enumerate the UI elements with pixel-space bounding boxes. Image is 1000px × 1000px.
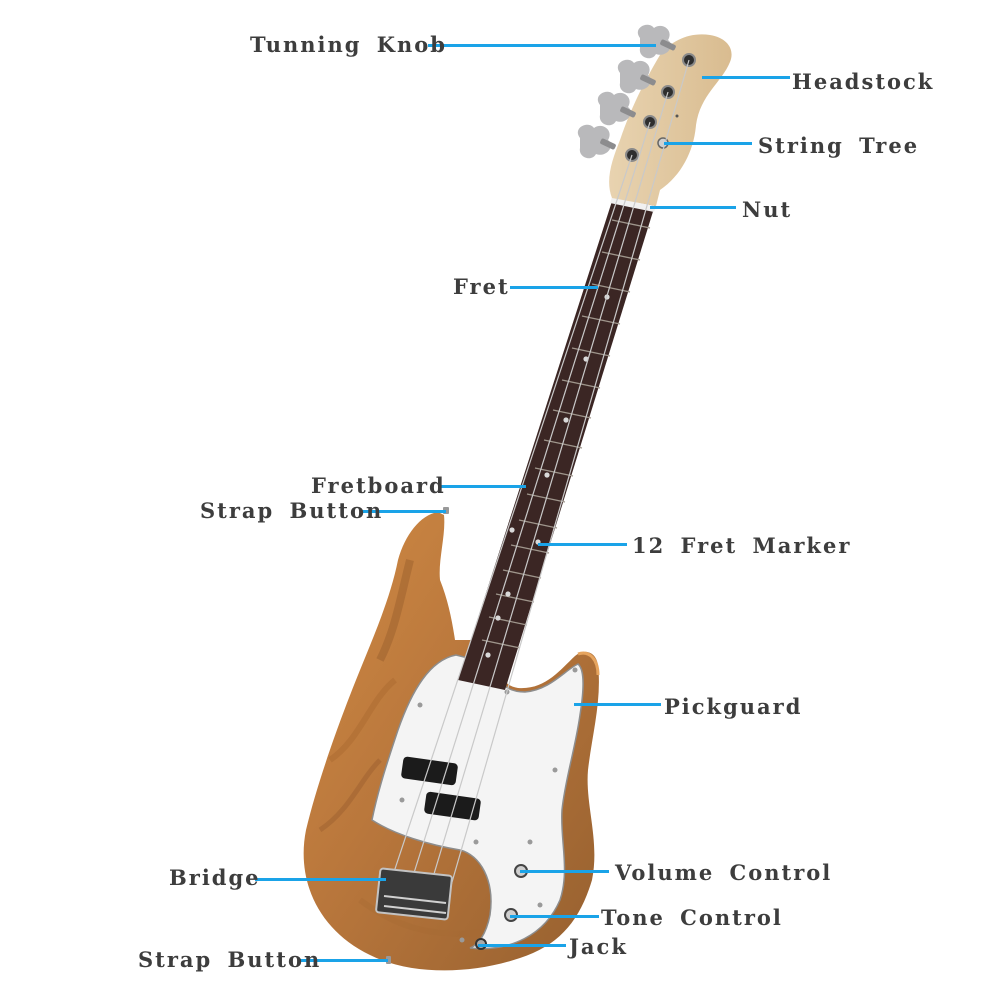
label-nut: Nut: [742, 197, 793, 222]
leader-line-fretboard: [438, 485, 526, 488]
label-volume-control: Volume Control: [615, 860, 833, 885]
leader-line-fret: [510, 286, 598, 289]
leader-line-twelve-fret-marker: [538, 543, 627, 546]
label-string-tree: String Tree: [758, 133, 920, 158]
label-tone-control: Tone Control: [601, 905, 783, 930]
label-jack: Jack: [569, 934, 628, 959]
leader-line-tone-control: [510, 915, 599, 918]
leader-line-jack: [478, 944, 566, 947]
leader-line-string-tree: [664, 142, 752, 145]
leader-line-pickguard: [574, 703, 661, 706]
label-twelve-fret-marker: 12 Fret Marker: [632, 533, 852, 558]
label-pickguard: Pickguard: [664, 694, 803, 719]
label-fret: Fret: [453, 274, 510, 299]
leader-line-nut: [650, 206, 736, 209]
strings: [387, 59, 690, 897]
label-strap-button-bottom: Strap Button: [138, 947, 322, 972]
headstock: [609, 34, 732, 206]
label-strap-button-top: Strap Button: [200, 498, 384, 523]
leader-line-strap-button-top: [362, 510, 446, 513]
bridge: [375, 867, 453, 921]
label-headstock: Headstock: [792, 69, 935, 94]
leader-line-headstock: [702, 76, 790, 79]
label-tunning-knob: Tunning Knob: [250, 32, 447, 57]
leader-line-bridge: [255, 878, 386, 881]
label-bridge: Bridge: [169, 865, 261, 890]
tuners: [577, 24, 696, 162]
leader-line-strap-button-bottom: [300, 959, 388, 962]
leader-line-volume-control: [520, 870, 609, 873]
leader-line-tunning-knob: [428, 44, 656, 47]
neck: [458, 195, 656, 690]
label-fretboard: Fretboard: [311, 473, 446, 498]
